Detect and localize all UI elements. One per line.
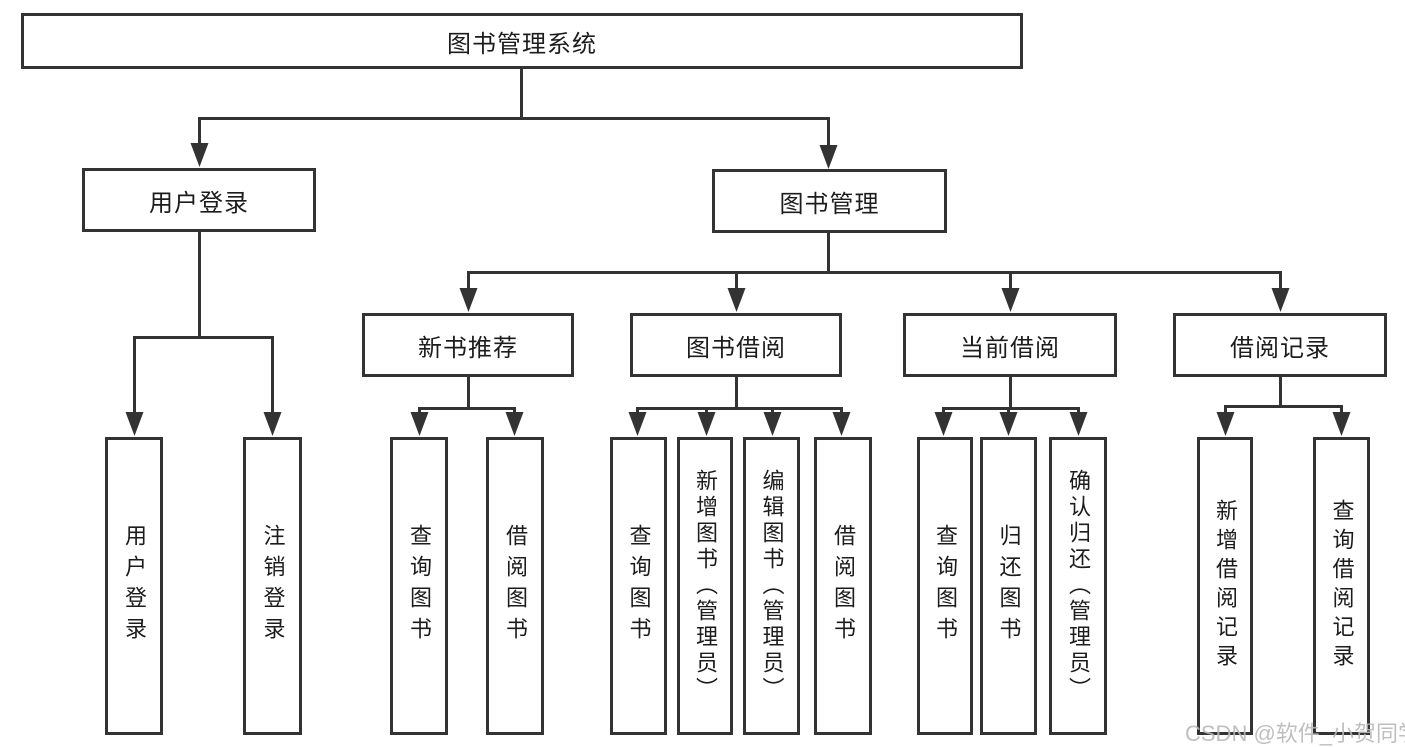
- leaf-user-login: 用户登录: [105, 437, 163, 735]
- leaf-borrowing-query-book: 查询图书: [610, 437, 667, 735]
- csdn-watermark: CSDN @软件_小贺同学: [1185, 721, 1405, 746]
- node-root: 图书管理系统: [21, 13, 1023, 69]
- node-current-borrowing: 当前借阅: [903, 313, 1117, 377]
- node-user-login: 用户登录: [82, 168, 316, 232]
- leaf-current-query-book: 查询图书: [917, 437, 973, 735]
- leaf-add-borrow-record: 新增借阅记录: [1197, 437, 1253, 735]
- node-new-book-recommend: 新书推荐: [362, 313, 574, 377]
- leaf-add-book-admin: 新增图书（管理员）: [677, 437, 733, 735]
- leaf-logout: 注销登录: [243, 437, 302, 735]
- node-book-management: 图书管理: [712, 169, 947, 233]
- leaf-recommend-query-book: 查询图书: [390, 437, 448, 735]
- node-borrowing-records: 借阅记录: [1173, 313, 1387, 377]
- leaf-edit-book-admin: 编辑图书（管理员）: [743, 437, 800, 735]
- leaf-borrowing-borrow-book: 借阅图书: [814, 437, 872, 735]
- leaf-query-borrow-record: 查询借阅记录: [1313, 437, 1370, 735]
- leaf-confirm-return-admin: 确认归还（管理员）: [1049, 437, 1107, 735]
- leaf-return-book: 归还图书: [980, 437, 1037, 735]
- node-book-borrowing: 图书借阅: [630, 313, 842, 377]
- leaf-recommend-borrow-book: 借阅图书: [486, 437, 544, 735]
